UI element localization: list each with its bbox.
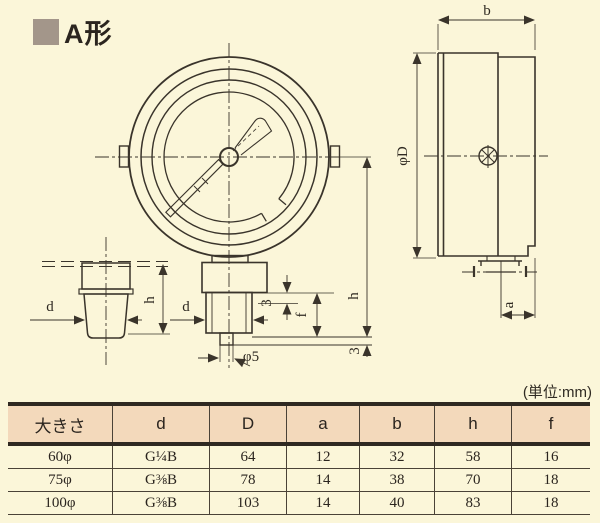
side-view: b φD (395, 3, 548, 320)
detail-d-label: d (46, 299, 54, 315)
side-dim-b: b (437, 3, 536, 50)
gauge-bezel-ring (140, 68, 318, 246)
front-f-label: f (294, 313, 310, 318)
dial-scale-arc (163, 91, 295, 223)
cell-b: 38 (360, 469, 435, 491)
table-row: 75φ G⅜B 78 14 38 70 18 (8, 469, 590, 492)
cell-size: 100φ (8, 492, 113, 514)
page-title-text: A形 (64, 19, 113, 49)
header-cell-size: 大きさ (8, 406, 113, 442)
header-cell-a: a (287, 406, 360, 442)
cell-d: G⅜B (113, 469, 210, 491)
header-cell-D: D (210, 406, 287, 442)
side-a-label: a (501, 301, 517, 308)
dimension-drawing: d 3 f h (30, 3, 548, 368)
pressure-tube (219, 332, 234, 346)
front-dim-d: d (170, 299, 268, 325)
detail-phantom-lines (42, 261, 168, 267)
front-phi5-label: φ5 (243, 349, 259, 365)
front-dim-3-tip: 3 (347, 345, 372, 357)
cell-a: 12 (287, 446, 360, 468)
side-dim-phiD: φD (395, 52, 436, 259)
pointer-tail (234, 117, 273, 156)
pointer-needle (165, 158, 224, 218)
cell-D: 64 (210, 446, 287, 468)
side-phiD-label: φD (395, 146, 411, 166)
gauge-window-ring (151, 79, 307, 235)
spec-table: 大きさ d D a b h f 60φ G¼B 64 12 32 58 16 7… (8, 402, 590, 515)
side-dim-a: a (501, 258, 536, 320)
header-cell-b: b (360, 406, 435, 442)
detail-view: d h (30, 237, 170, 365)
cell-f: 16 (543, 448, 559, 465)
right-lug (329, 145, 341, 168)
front-dim-3-neck: 3 (252, 275, 334, 320)
header-cell-h: h (435, 406, 512, 442)
side-case-outline (437, 52, 536, 257)
needle-ticks (193, 177, 209, 193)
hex-nut-flats (211, 292, 247, 333)
cell-a: 14 (287, 492, 360, 514)
table-header-row: 大きさ d D a b h f (8, 406, 590, 446)
side-stem (462, 256, 540, 318)
cell-b: 40 (360, 492, 435, 514)
front-3-neck-label: 3 (259, 299, 275, 307)
cell-f: 18 (543, 494, 559, 511)
left-lug (118, 145, 130, 168)
screw-symbol-cross (481, 145, 495, 168)
detail-h-label: h (142, 296, 158, 304)
socket-block (201, 261, 268, 294)
front-3-tip-label: 3 (347, 347, 363, 355)
front-h-label: h (346, 292, 362, 300)
detail-dim-d: d (30, 299, 142, 325)
unit-note: (単位:mm) (522, 384, 592, 401)
cell-h: 83 (435, 492, 512, 514)
cell-D: 78 (210, 469, 287, 491)
cell-f: 18 (543, 471, 559, 488)
header-cell-f: f (548, 414, 554, 433)
pointer-tail-centerline (232, 125, 260, 152)
detail-dim-h: h (128, 264, 170, 335)
detail-plug (83, 293, 129, 339)
front-dim-phi5: φ5 (198, 345, 259, 368)
title-square-marker (33, 18, 59, 45)
front-dim-f: f (294, 293, 322, 337)
cell-size: 75φ (8, 469, 113, 491)
front-dim-h: h (340, 156, 372, 337)
pointer-hub (219, 147, 239, 167)
front-d-label: d (182, 299, 190, 315)
cell-size: 60φ (8, 446, 113, 468)
table-row: 100φ G⅜B 103 14 40 83 18 (8, 492, 590, 515)
table-body: 60φ G¼B 64 12 32 58 16 75φ G⅜B 78 14 38 … (8, 446, 590, 515)
header-cell-d: d (113, 406, 210, 442)
cell-d: G¼B (113, 446, 210, 468)
cell-b: 32 (360, 446, 435, 468)
page-title: A形 (33, 12, 113, 51)
front-view: d 3 f h (95, 43, 372, 368)
cell-h: 70 (435, 469, 512, 491)
cell-a: 14 (287, 469, 360, 491)
cell-D: 103 (210, 492, 287, 514)
dial-scale-end-ticks (260, 198, 287, 222)
cell-h: 58 (435, 446, 512, 468)
side-b-label: b (483, 3, 491, 19)
cell-d: G⅜B (113, 492, 210, 514)
table-row: 60φ G¼B 64 12 32 58 16 (8, 446, 590, 469)
